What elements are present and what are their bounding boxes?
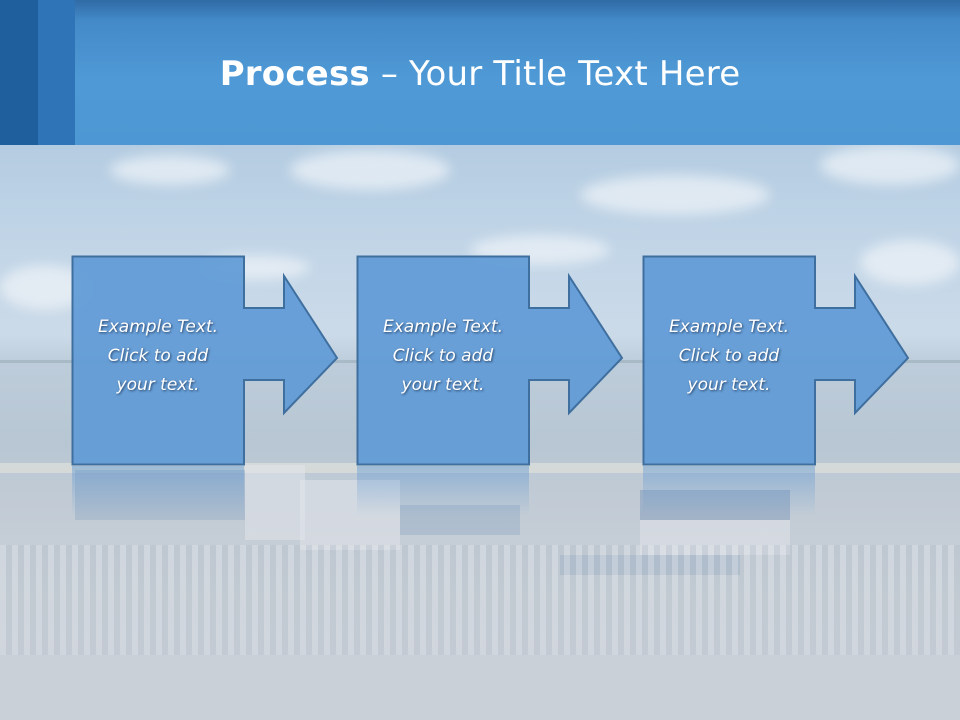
step-2-line-3: your text.: [401, 375, 485, 395]
step-arrow-shape: [642, 255, 910, 466]
step-1-line-3: your text.: [116, 375, 200, 395]
step-1-reflection: [72, 466, 244, 516]
header-accent-block-dark: [0, 0, 38, 145]
header-accent-block-mid: [38, 0, 75, 145]
step-1-line-1: Example Text.: [97, 317, 219, 337]
step-2-line-2: Click to add: [392, 346, 494, 366]
step-2-reflection: [357, 466, 529, 516]
slide-title[interactable]: Process – Your Title Text Here: [0, 52, 960, 96]
title-rest-part: – Your Title Text Here: [369, 54, 741, 94]
step-3-line-1: Example Text.: [668, 317, 790, 337]
step-2-line-1: Example Text.: [382, 317, 504, 337]
title-bold-part: Process: [219, 54, 370, 94]
process-step-3[interactable]: Example Text. Click to add your text.: [642, 255, 910, 466]
title-header-band: Process – Your Title Text Here: [0, 0, 960, 145]
step-arrow-shape: [356, 255, 624, 466]
step-1-text[interactable]: Example Text. Click to add your text.: [72, 313, 244, 400]
step-1-line-2: Click to add: [107, 346, 209, 366]
process-step-1[interactable]: Example Text. Click to add your text.: [71, 255, 339, 466]
step-arrow-shape: [71, 255, 339, 466]
step-2-text[interactable]: Example Text. Click to add your text.: [357, 313, 529, 400]
step-3-reflection: [643, 466, 815, 516]
step-3-line-2: Click to add: [678, 346, 780, 366]
step-3-text[interactable]: Example Text. Click to add your text.: [643, 313, 815, 400]
process-step-2[interactable]: Example Text. Click to add your text.: [356, 255, 624, 466]
step-3-line-3: your text.: [687, 375, 771, 395]
